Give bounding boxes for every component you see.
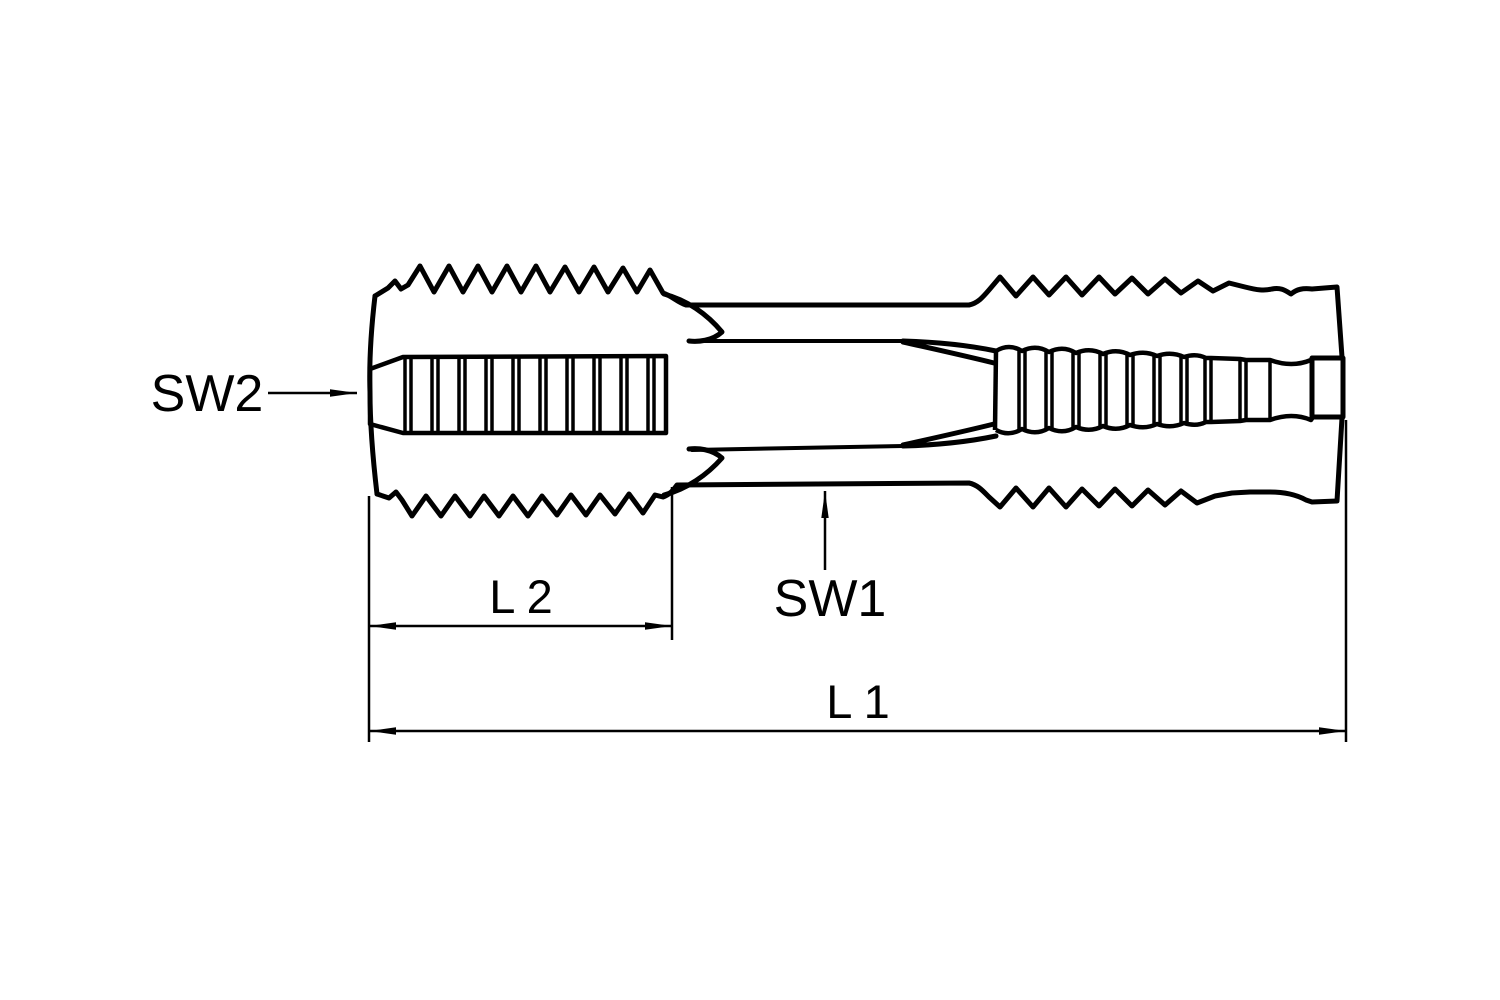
- flute-runout-top-right: [900, 338, 999, 366]
- bottom-silhouette: [374, 415, 1345, 519]
- square-drive-end: [1309, 355, 1346, 420]
- label-sw1: SW1: [774, 570, 887, 628]
- label-l1: L 1: [826, 675, 890, 728]
- right-thread-band-left-edge: [992, 350, 999, 431]
- right-thread-ribs: [1017, 351, 1272, 430]
- right-thread-band: [992, 344, 1315, 436]
- label-sw2: SW2: [151, 365, 264, 423]
- left-thread-band: [367, 353, 669, 436]
- label-l2: L 2: [489, 570, 553, 623]
- top-silhouette: [372, 263, 1345, 360]
- right-thread-band-top-edge: [994, 344, 1315, 367]
- dimension-lines: [268, 389, 1348, 742]
- shank-waist-bottom-line: [690, 444, 905, 452]
- part-outline: [367, 263, 1346, 519]
- right-thread-band-bottom-edge: [994, 413, 1315, 436]
- left-thread-band-outline: [367, 353, 669, 436]
- left-thread-ribs: [403, 356, 656, 433]
- shank-section: [690, 339, 905, 452]
- flute-runout-top-left: [661, 291, 725, 344]
- flute-runout-bottom-right: [900, 421, 999, 449]
